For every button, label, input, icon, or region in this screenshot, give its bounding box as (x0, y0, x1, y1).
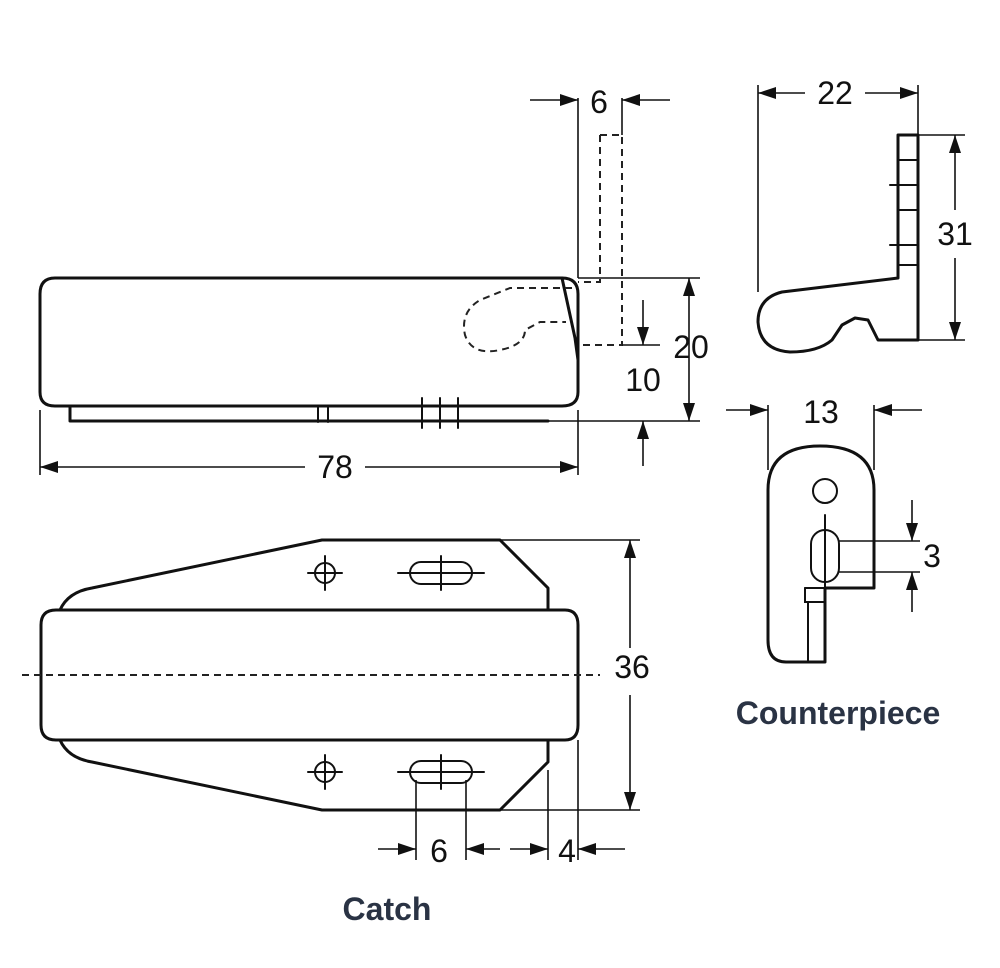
catch-top-view (22, 538, 600, 812)
mount-hole-bottom (307, 754, 343, 790)
dim-base-width: 36 (614, 649, 650, 685)
counterpiece-front-view (766, 444, 876, 664)
counterpiece-side-view (756, 133, 920, 354)
dim-counter-height: 31 (937, 216, 973, 252)
dim-counter-slot: 3 (923, 538, 941, 574)
dim-slot-width: 6 (430, 833, 448, 869)
dim-edge-offset: 4 (558, 833, 576, 869)
mount-slot-top (397, 555, 485, 591)
dim-catch-bottom-offset: 10 (625, 362, 661, 398)
catch-caption: Catch (343, 891, 432, 927)
dim-catch-top-gap: 6 (590, 84, 608, 120)
mount-hole-top (307, 555, 343, 591)
dim-catch-height: 20 (673, 329, 709, 365)
dim-catch-length: 78 (317, 449, 353, 485)
dim-counter-depth: 22 (817, 75, 853, 111)
dimension-lines (39, 85, 965, 860)
counterpiece-caption: Counterpiece (736, 695, 940, 731)
dim-counter-width: 13 (803, 394, 839, 430)
mount-slot-bottom (397, 754, 485, 790)
catch-side-view (38, 134, 623, 429)
